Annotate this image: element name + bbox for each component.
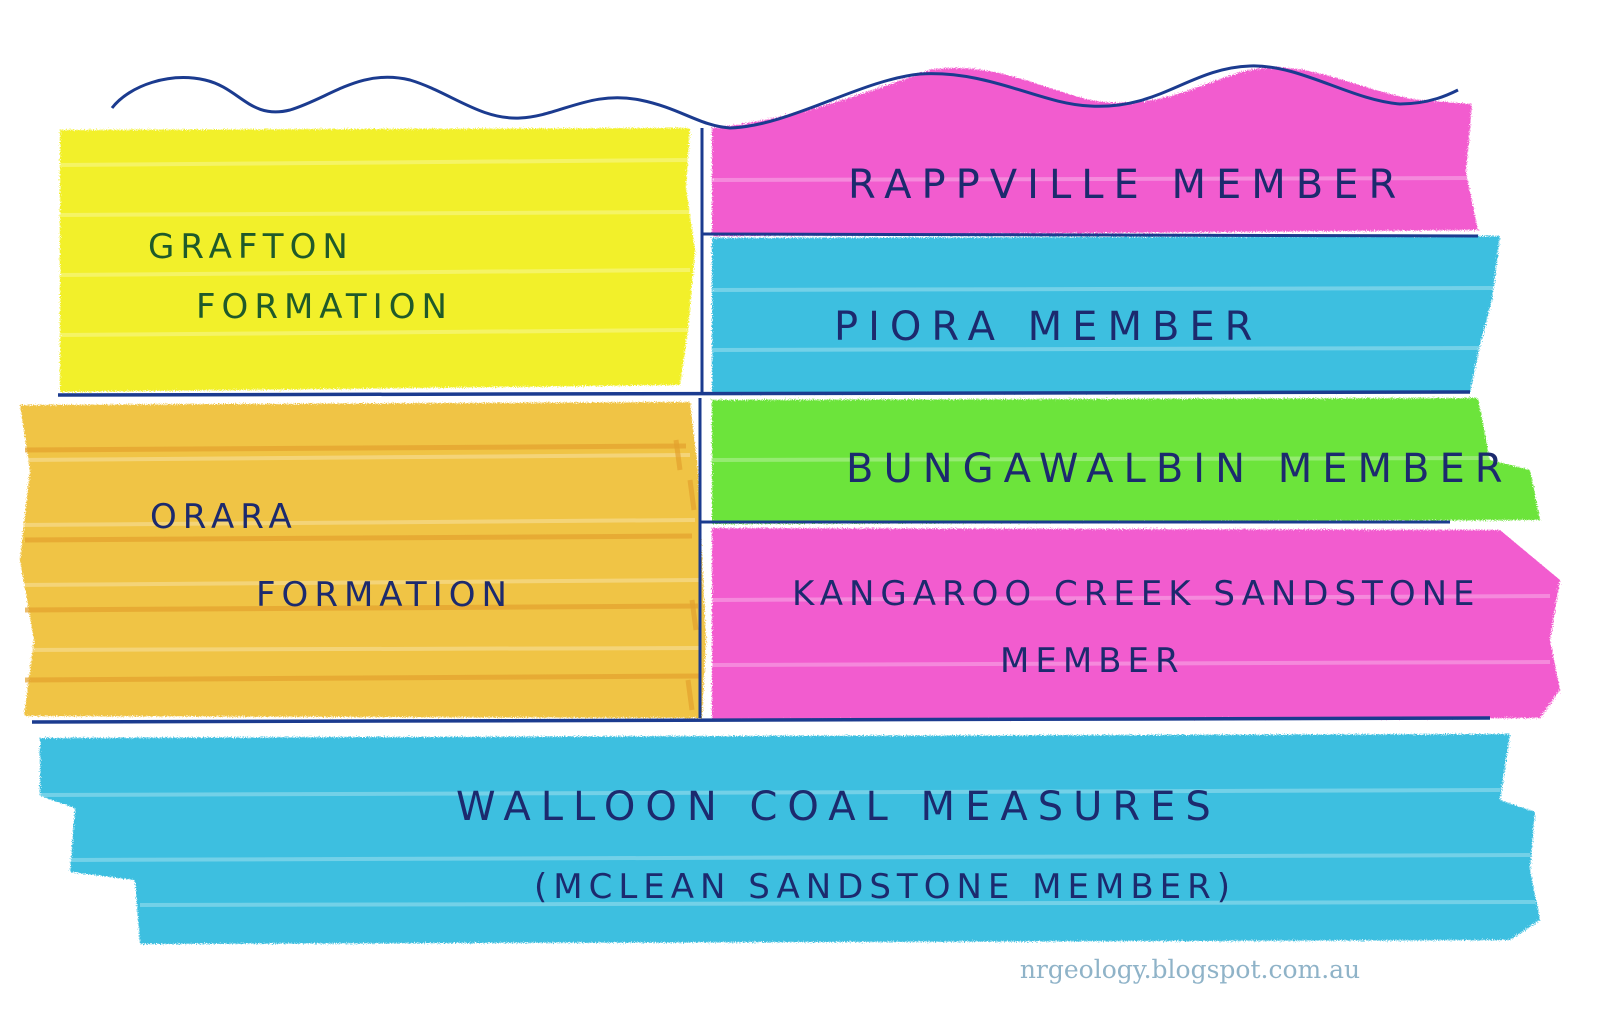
bungawalbin-member-block xyxy=(712,398,1540,524)
grafton-label-line1: GRAFTON xyxy=(148,227,354,267)
orara-streaks xyxy=(24,439,701,711)
piora-member-block xyxy=(712,236,1500,394)
rappville-label: RAPPVILLE MEMBER xyxy=(848,162,1406,208)
marker-stroke-texture xyxy=(19,158,1551,907)
piora-label: PIORA MEMBER xyxy=(834,304,1262,350)
watermark-text: nrgeology.blogspot.com.au xyxy=(1019,955,1361,984)
orara-label-line2: FORMATION xyxy=(256,575,513,615)
rappville-piora-boundary xyxy=(701,232,1479,238)
walloon-label-line1: WALLOON COAL MEASURES xyxy=(456,784,1221,830)
vertical-divider-line xyxy=(698,128,704,718)
grafton-label-line2: FORMATION xyxy=(196,287,453,327)
walloon-coal-measures-block xyxy=(40,734,1540,944)
kangaroo-creek-label-line1: KANGAROO CREEK SANDSTONE xyxy=(792,574,1481,614)
rappville-member-block xyxy=(712,67,1478,237)
upper-boundary-line xyxy=(110,64,1459,130)
orara-formation-block xyxy=(20,402,706,718)
walloon-label-line2: (MCLEAN SANDSTONE MEMBER) xyxy=(534,867,1236,907)
kangaroo-creek-member-block xyxy=(712,528,1560,720)
orara-walloon-boundary xyxy=(31,716,1491,724)
kangaroo-creek-label-line2: MEMBER xyxy=(1000,641,1185,681)
grafton-formation-block xyxy=(60,128,695,392)
bungawalbin-label: BUNGAWALBIN MEMBER xyxy=(846,446,1513,492)
orara-label-line1: ORARA xyxy=(150,497,298,537)
grafton-orara-boundary xyxy=(57,390,1471,397)
